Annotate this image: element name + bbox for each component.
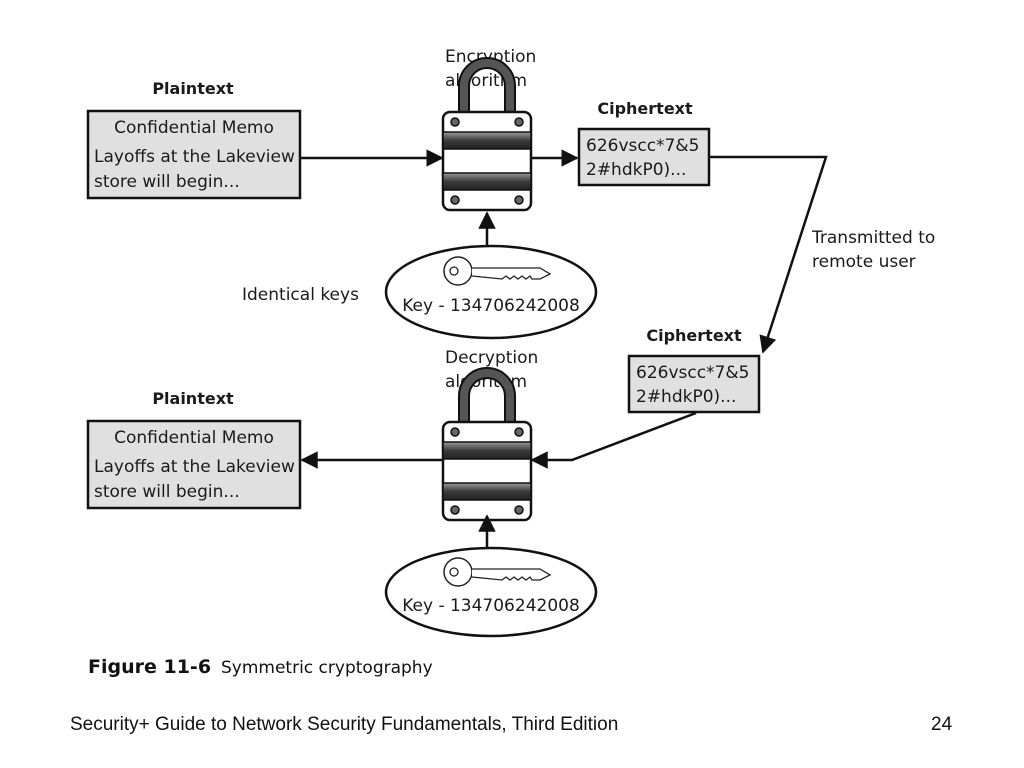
page-number: 24 [931,714,953,735]
figure-number: Figure 11-6 [88,656,211,678]
identical-keys-label: Identical keys [242,285,359,305]
key-label-top: Key - 134706242008 [402,296,580,316]
plaintext-box-top [86,109,302,200]
footer-title: Security+ Guide to Network Security Fund… [70,714,619,735]
memo-line2-bottom: store will begin... [94,482,240,502]
key-ellipse-bottom [384,546,598,638]
transmitted-label-line2: remote user [812,252,916,272]
cipher-line1-bottom: 626vscc*7&5 [636,363,749,383]
memo-line1-bottom: Layoffs at the Lakeview [94,457,295,477]
transmitted-label-line1: Transmitted to [811,228,935,248]
ciphertext-box-bottom [627,354,761,414]
memo-title-top: Confidential Memo [114,118,274,138]
decryption-label-line1: Decryption [445,348,538,368]
memo-line2-top: store will begin... [94,172,240,192]
plaintext-heading-top: Plaintext [152,79,234,98]
ciphertext-to-decryption-arrow [530,411,697,469]
transmission-path-arrow [709,155,828,354]
cipher-line2-top: 2#hdkP0)... [586,160,686,180]
encryption-label-line1: Encryption [445,47,536,67]
cipher-line2-bottom: 2#hdkP0)... [636,387,736,407]
key-ellipse-top [384,244,598,340]
ciphertext-heading-top: Ciphertext [597,99,693,118]
ciphertext-heading-bottom: Ciphertext [646,326,742,345]
key-label-bottom: Key - 134706242008 [402,596,580,616]
plaintext-box-bottom [86,419,302,510]
memo-line1-top: Layoffs at the Lakeview [94,147,295,167]
figure-caption: Symmetric cryptography [221,658,433,678]
plaintext-heading-bottom: Plaintext [152,389,234,408]
cipher-line1-top: 626vscc*7&5 [586,136,699,156]
ciphertext-box-top [577,127,711,187]
memo-title-bottom: Confidential Memo [114,428,274,448]
